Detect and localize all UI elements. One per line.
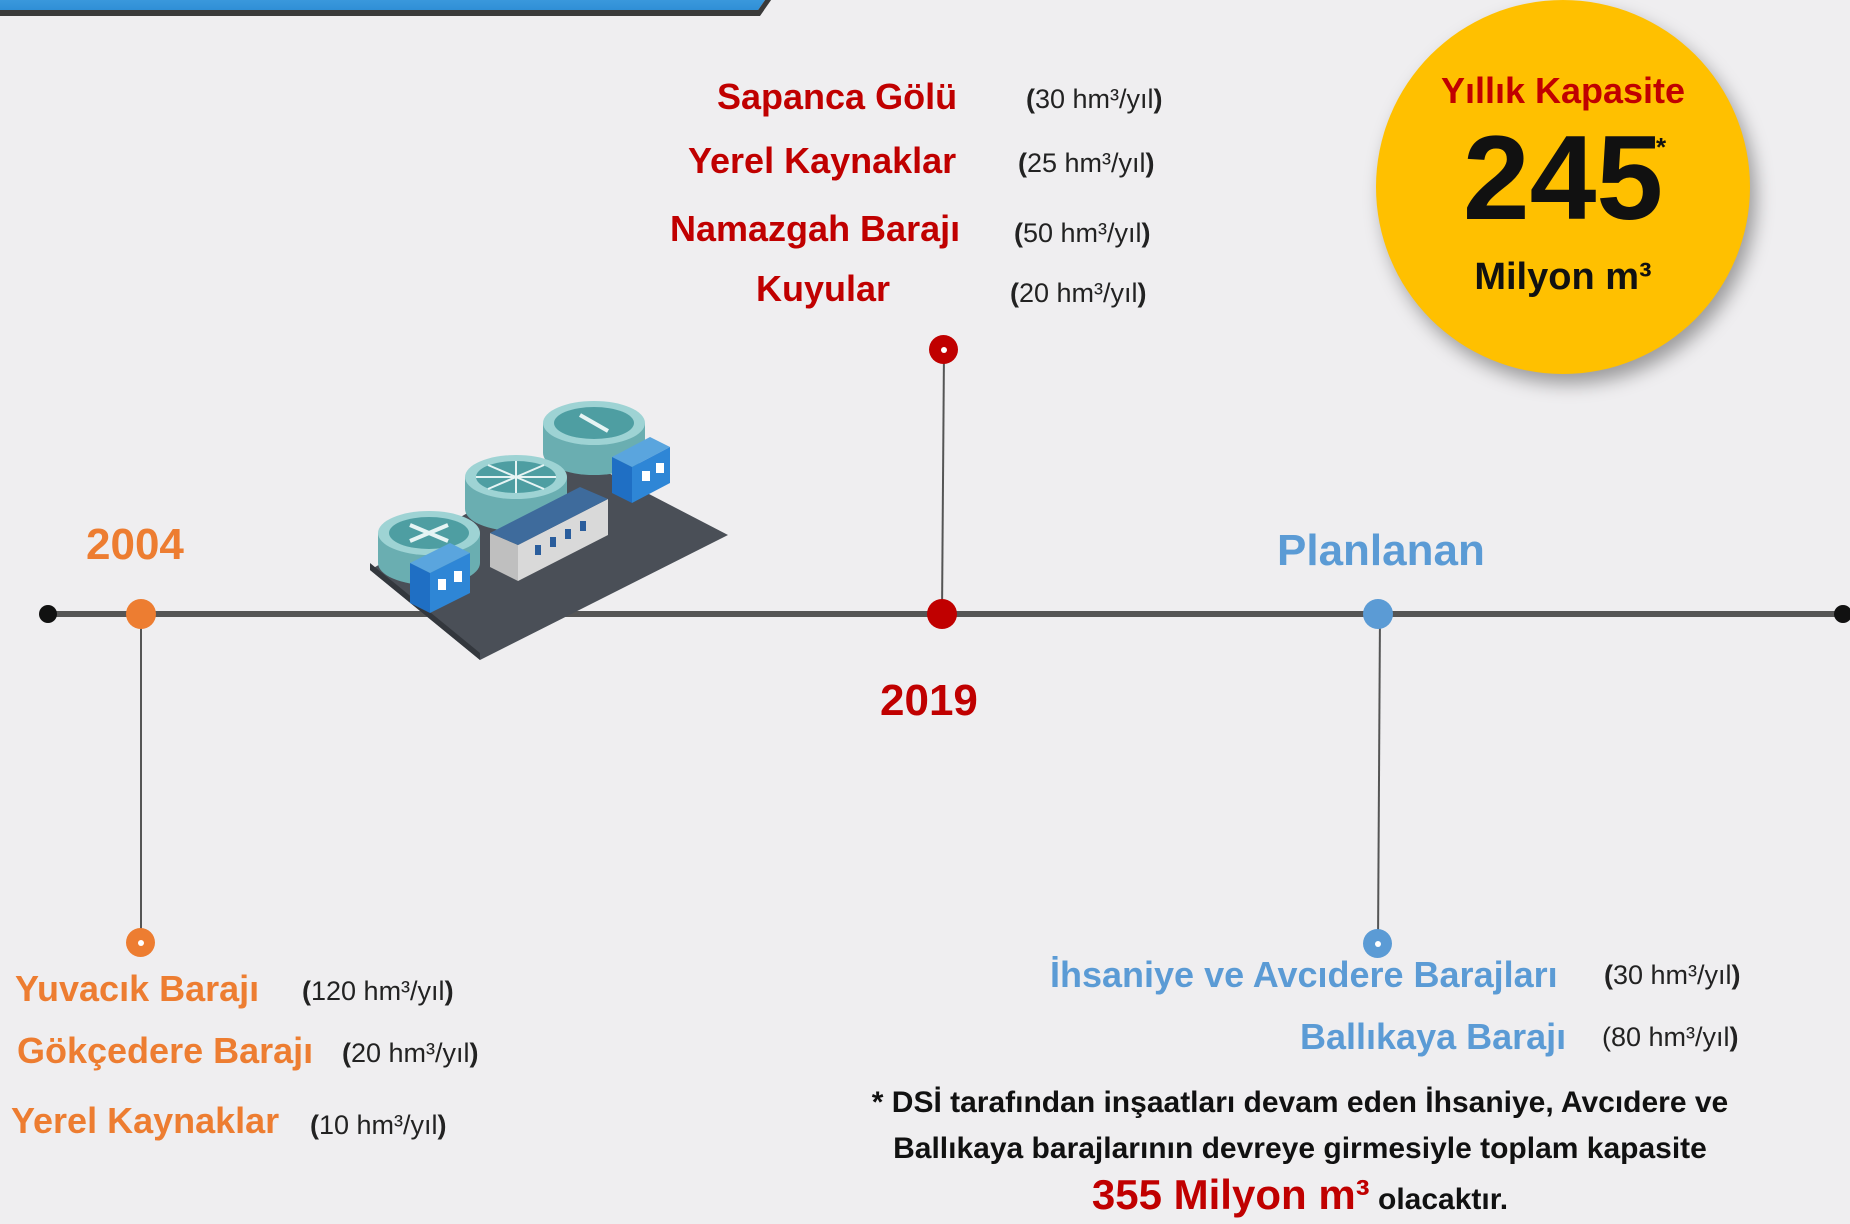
capacity-value: 245 (1462, 111, 1664, 245)
capacity-unit: Milyon m³ (1474, 256, 1652, 298)
source-2004-amount: (10 hm³/yıl) (310, 1110, 447, 1140)
end-dot-2004 (126, 928, 155, 957)
dot-planned (1363, 599, 1393, 629)
timeline-start-dot (39, 605, 57, 623)
source-2019-name: Sapanca Gölü (717, 76, 958, 117)
footnote-line2: Ballıkaya barajlarının devreye girmesiyl… (893, 1132, 1707, 1165)
source-planned-name: İhsaniye ve Avcıdere Barajları (1050, 954, 1558, 995)
treatment-plant-illustration (370, 401, 728, 660)
end-dot-planned (1363, 929, 1392, 958)
source-2019-name: Kuyular (756, 268, 891, 309)
tank-back (543, 401, 645, 475)
small-building-right (612, 437, 670, 503)
capacity-footnote-star: * (1656, 132, 1667, 162)
connector-planned (1377, 613, 1381, 945)
footnote-suffix: olacaktır. (1369, 1183, 1509, 1216)
source-2004-name: Yuvacık Barajı (15, 968, 260, 1009)
source-planned-name: Ballıkaya Barajı (1300, 1016, 1567, 1057)
timeline-end-dot (1834, 605, 1850, 623)
main-building (490, 487, 608, 581)
source-2019-name: Yerel Kaynaklar (688, 140, 957, 181)
small-building-front (410, 543, 470, 613)
source-2004-amount: (20 hm³/yıl) (342, 1038, 479, 1068)
end-dot-2019 (929, 335, 958, 364)
source-planned-amount: (80 hm³/yıl) (1602, 1022, 1739, 1052)
capacity-title: Yıllık Kapasite (1440, 70, 1686, 111)
footnote-line1: * DSİ tarafından inşaatları devam eden İ… (871, 1086, 1729, 1119)
source-2019-amount: (30 hm³/yıl) (1026, 84, 1163, 114)
source-2019-amount: (20 hm³/yıl) (1010, 278, 1147, 308)
footnote: * DSİ tarafından inşaatları devam eden İ… (780, 1080, 1820, 1223)
source-2004-amount: (120 hm³/yıl) (302, 976, 454, 1006)
source-2019-amount: (25 hm³/yıl) (1018, 148, 1155, 178)
footnote-line3: 355 Milyon m³ olacaktır. (780, 1172, 1820, 1223)
dot-2019 (927, 599, 957, 629)
year-2004-label: 2004 (86, 520, 184, 569)
source-2019-amount: (50 hm³/yıl) (1014, 218, 1151, 248)
source-2004-name: Yerel Kaynaklar (11, 1100, 280, 1141)
connector-2019 (941, 349, 945, 615)
source-2004-name: Gökçedere Barajı (17, 1030, 314, 1071)
footnote-total: 355 Milyon m³ (1091, 1171, 1370, 1218)
planned-label: Planlanan (1277, 526, 1485, 575)
year-2019-label: 2019 (880, 676, 978, 725)
dot-2004 (126, 599, 156, 629)
source-planned-amount: (30 hm³/yıl) (1604, 960, 1741, 990)
capacity-badge: Yıllık Kapasite 245 * Milyon m³ (1376, 0, 1750, 374)
source-2019-name: Namazgah Barajı (670, 208, 961, 249)
